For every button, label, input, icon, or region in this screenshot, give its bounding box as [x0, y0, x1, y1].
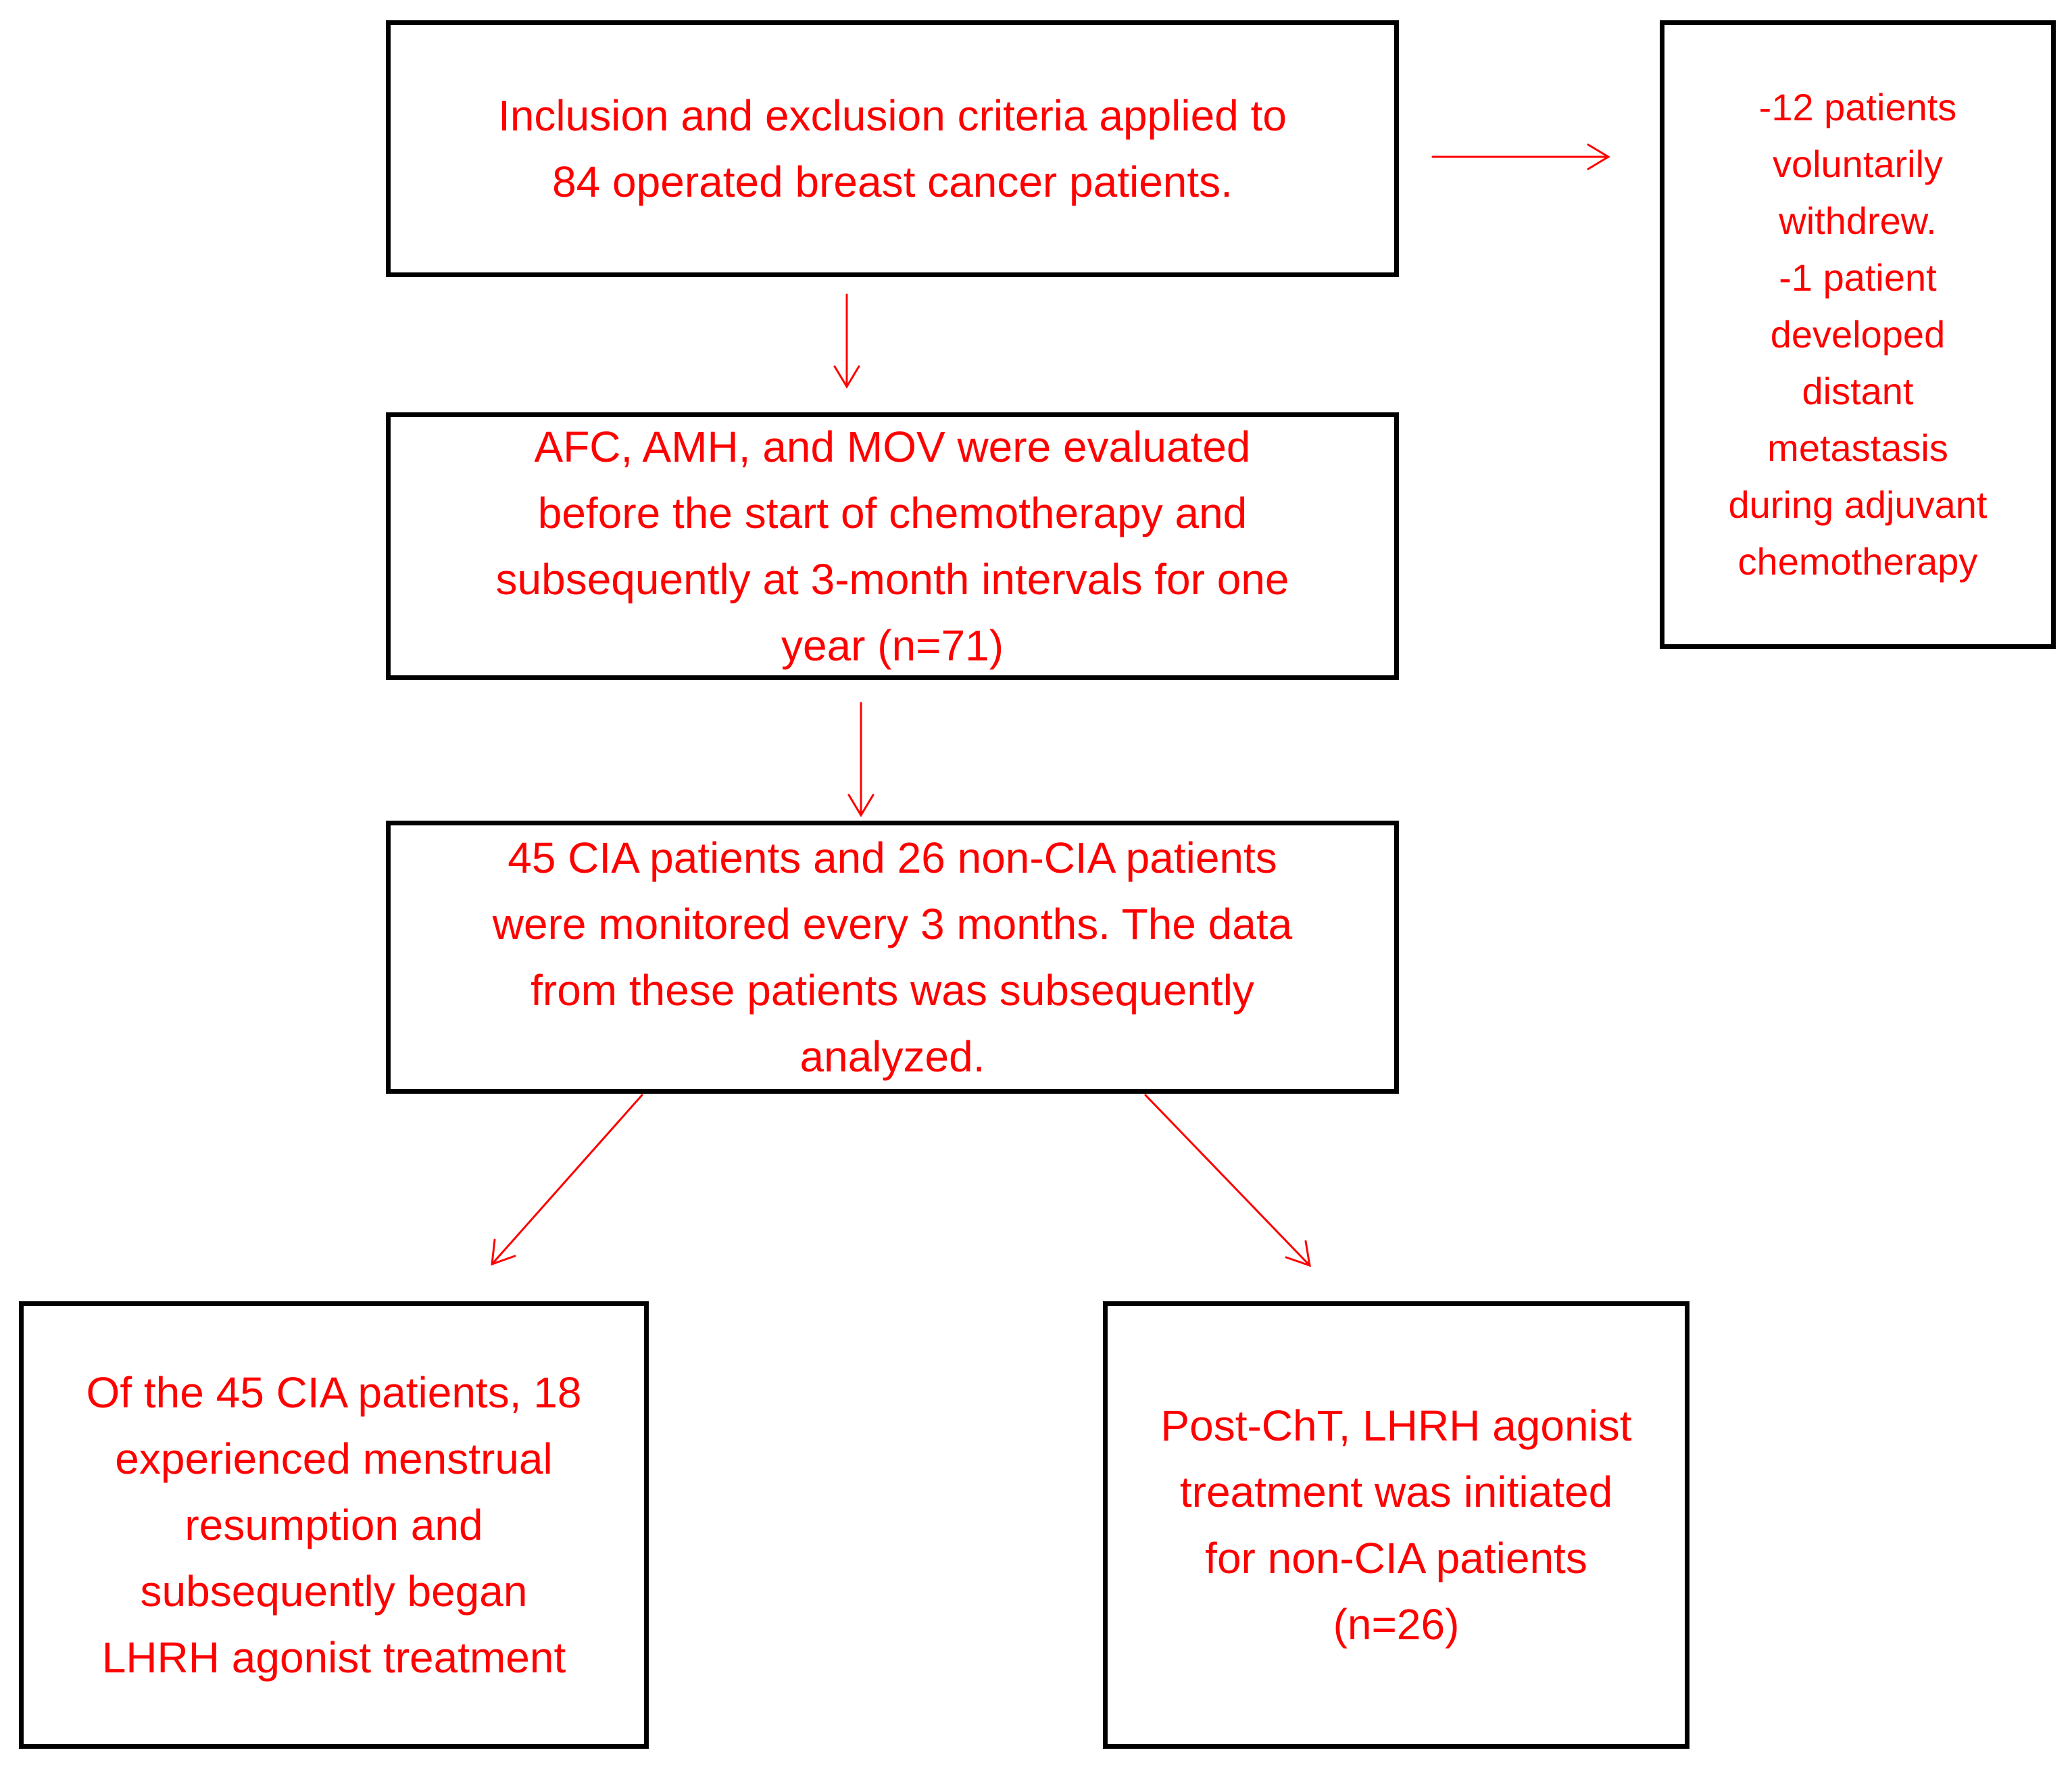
monitoring-box: 45 CIA patients and 26 non-CIA patients …	[386, 821, 1399, 1094]
evaluation-text: AFC, AMH, and MOV were evaluated before …	[495, 422, 1289, 670]
monitoring-text: 45 CIA patients and 26 non-CIA patients …	[492, 833, 1293, 1081]
cia-patients-box: Of the 45 CIA patients, 18 experienced m…	[19, 1301, 649, 1749]
arrow-inclusion-to-evaluation	[833, 293, 860, 389]
inclusion-criteria-box: Inclusion and exclusion criteria applied…	[386, 20, 1399, 277]
excluded-patients-box: -12 patients voluntarily withdrew. -1 pa…	[1660, 20, 2056, 649]
excluded-patients-text: -12 patients voluntarily withdrew. -1 pa…	[1728, 86, 1988, 583]
arrow-monitoring-to-non-cia	[1144, 1094, 1311, 1267]
arrow-inclusion-to-excluded	[1431, 143, 1610, 170]
arrow-monitoring-to-cia	[491, 1094, 643, 1266]
non-cia-patients-box: Post-ChT, LHRH agonist treatment was ini…	[1103, 1301, 1689, 1749]
non-cia-patients-text: Post-ChT, LHRH agonist treatment was ini…	[1160, 1401, 1632, 1649]
inclusion-criteria-text: Inclusion and exclusion criteria applied…	[498, 91, 1287, 206]
evaluation-box: AFC, AMH, and MOV were evaluated before …	[386, 412, 1399, 680]
cia-patients-text: Of the 45 CIA patients, 18 experienced m…	[86, 1368, 582, 1682]
arrow-evaluation-to-monitoring	[847, 702, 874, 817]
